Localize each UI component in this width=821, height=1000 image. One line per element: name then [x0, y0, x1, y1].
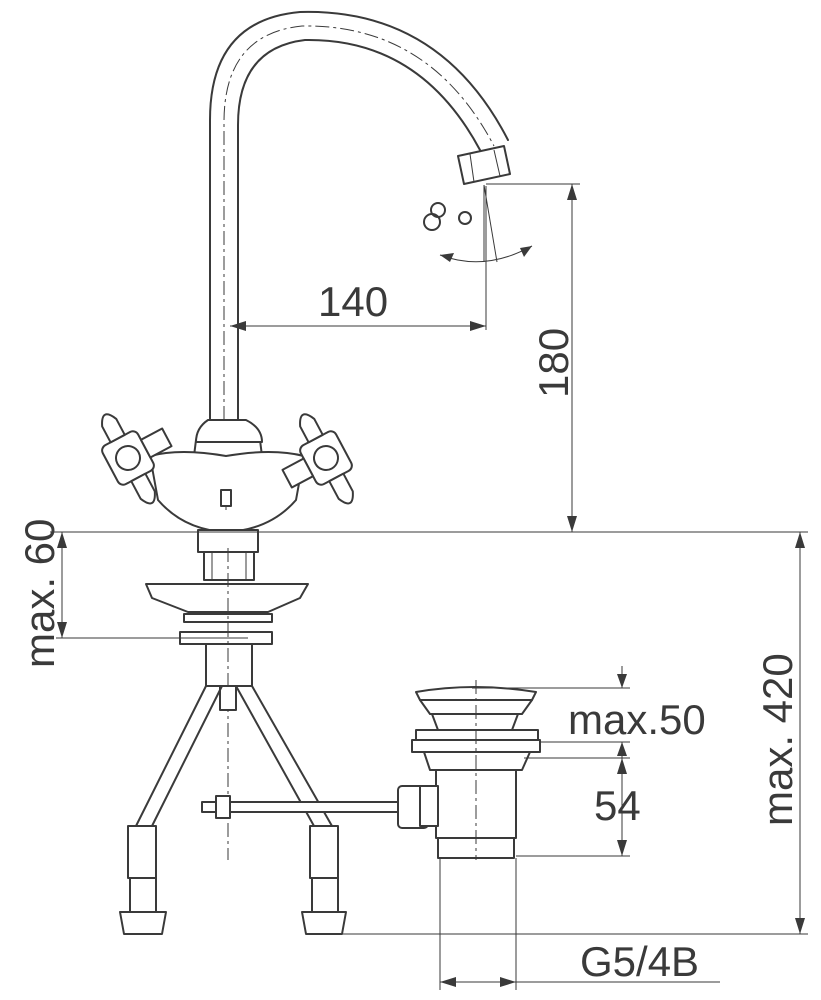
spout: [209, 10, 511, 421]
right-handle[interactable]: [264, 405, 367, 523]
dimension-waste-height: 54: [594, 782, 641, 829]
rotation-symbol-icon: [423, 184, 533, 263]
supply-hoses: [119, 685, 347, 935]
mounting-assembly: [145, 548, 309, 860]
aerator: [457, 145, 511, 185]
dimension-overall-depth: max. 420: [754, 653, 801, 826]
left-handle[interactable]: [87, 394, 190, 512]
dimension-spout-height: 180: [530, 328, 577, 398]
dimension-waste-thread: G5/4B: [580, 938, 699, 985]
dimension-spout-reach: 140: [318, 278, 388, 325]
dimension-deck-thickness: max. 60: [16, 519, 63, 668]
dimension-lines: [50, 183, 808, 990]
popup-rod: [201, 785, 429, 829]
dimension-plug-lift: max.50: [568, 696, 706, 743]
mixer-body: [149, 419, 305, 553]
popup-waste: [411, 680, 541, 860]
